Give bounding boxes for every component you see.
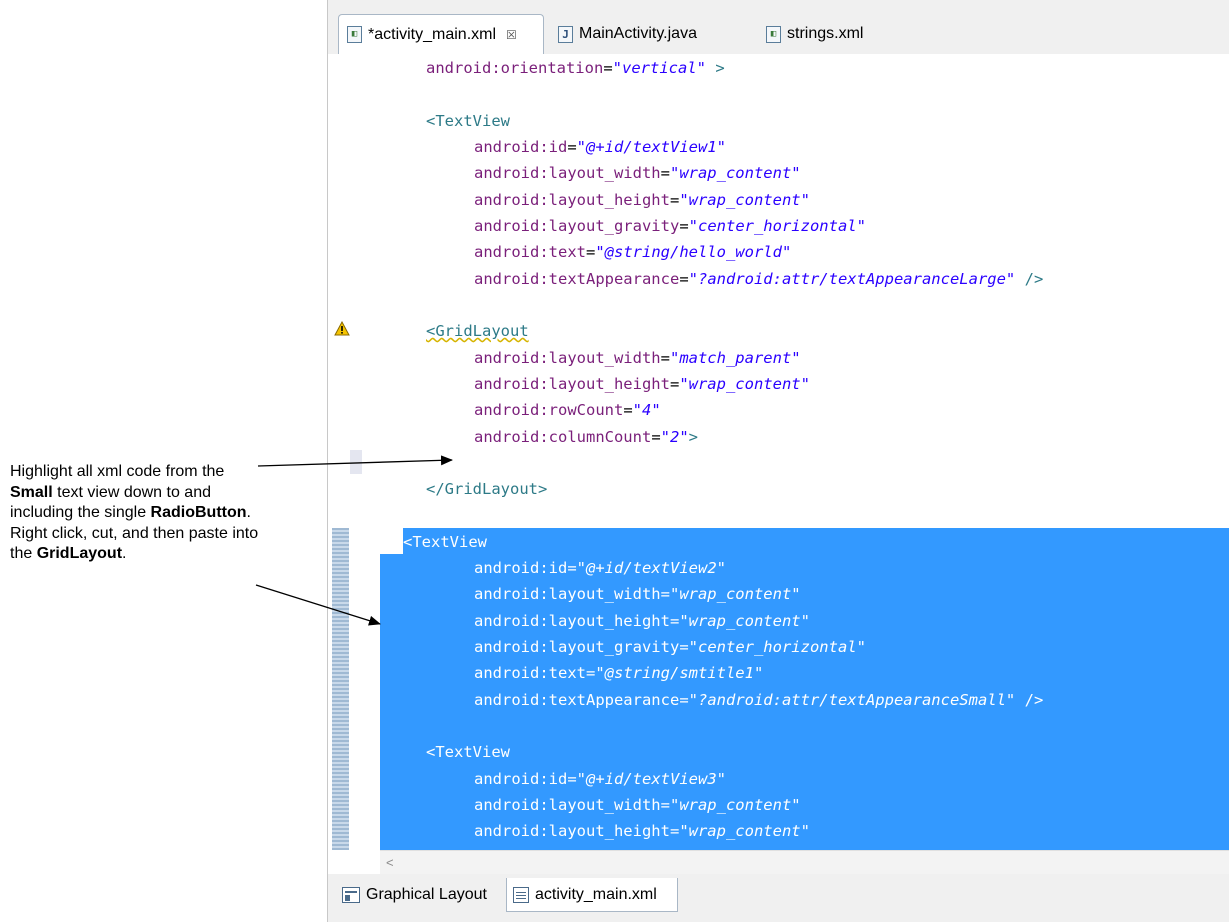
code-line: android:textAppearance="?android:attr/te… (474, 270, 1044, 288)
code-line: android:text="@string/smtitle1" (474, 664, 764, 682)
code-line: <TextView (403, 533, 487, 551)
code-line: android:id="@+id/textView1" (474, 138, 726, 156)
code-line: android:orientation="vertical" > (426, 59, 725, 77)
tab-label: strings.xml (787, 25, 864, 42)
note-text: . (122, 545, 127, 562)
note-bold-gridlayout: GridLayout (36, 545, 123, 562)
tab-label: activity_main.xml (535, 885, 657, 903)
code-line: android:layout_width="wrap_content" (474, 585, 801, 603)
code-line: android:text="@string/hello_world" (474, 243, 792, 261)
caret-line-marker (350, 450, 362, 474)
note-text: . Right click, cut, and then paste into … (10, 504, 259, 562)
text-selection (380, 554, 1229, 850)
close-icon[interactable]: ☒ (506, 27, 517, 42)
instruction-note: Highlight all xml code from the Small te… (10, 462, 270, 565)
tab-label: MainActivity.java (579, 25, 697, 42)
java-file-icon: J (558, 25, 573, 43)
code-line: android:layout_width="wrap_content" (474, 164, 801, 182)
code-line: android:layout_height="wrap_content" (474, 612, 810, 630)
editor-bottom-tabs: Graphical Layout activity_main.xml (328, 874, 1229, 922)
code-line: </GridLayout> (426, 480, 548, 498)
code-line: android:layout_height="wrap_content" (474, 375, 810, 393)
xml-editor: ◧ *activity_main.xml ☒ J MainActivity.ja… (327, 0, 1229, 922)
code-line: android:textAppearance="?android:attr/te… (474, 691, 1044, 709)
warning-icon[interactable] (334, 321, 350, 337)
code-line: android:layout_width="wrap_content" (474, 796, 801, 814)
code-line: android:id="@+id/textView3" (474, 770, 726, 788)
code-line: android:layout_height="wrap_content" (474, 822, 810, 840)
code-line: android:columnCount="2"> (474, 428, 698, 446)
code-line: android:layout_width="match_parent" (474, 349, 801, 367)
tab-activity-main-xml[interactable]: ◧ *activity_main.xml ☒ (338, 14, 544, 54)
code-line: android:layout_gravity="center_horizonta… (474, 638, 866, 656)
xml-file-icon: ◧ (347, 26, 362, 43)
code-line: android:id="@+id/textView2" (474, 559, 726, 577)
code-line: <GridLayout (426, 322, 529, 340)
note-bold-small: Small (10, 483, 53, 501)
tab-strings-xml[interactable]: ◧ strings.xml (758, 14, 908, 54)
code-line: android:layout_gravity="center_horizonta… (474, 217, 866, 235)
note-text: text view down to and including the sing… (10, 483, 211, 522)
note-text: Highlight all xml code from the (10, 463, 225, 480)
note-bold-radiobutton: RadioButton (150, 504, 247, 521)
text-selection (403, 528, 1229, 554)
tab-mainactivity-java[interactable]: J MainActivity.java (550, 14, 750, 54)
code-line: android:rowCount="4" (474, 401, 661, 419)
editor-tab-bar: ◧ *activity_main.xml ☒ J MainActivity.ja… (328, 0, 1229, 54)
xml-source-icon (513, 886, 529, 903)
layout-icon (342, 887, 360, 903)
tab-label: *activity_main.xml (368, 25, 497, 43)
code-line: android:layout_height="wrap_content" (474, 191, 810, 209)
code-area[interactable]: android:orientation="vertical" > <TextVi… (328, 54, 1229, 850)
code-line: <TextView (426, 743, 510, 761)
tab-graphical-layout[interactable]: Graphical Layout (336, 878, 504, 912)
tab-activity-main-xml-source[interactable]: activity_main.xml (506, 878, 678, 912)
code-line: <TextView (426, 112, 510, 130)
scroll-left-arrow[interactable]: < (386, 855, 394, 870)
horizontal-scrollbar[interactable]: < (380, 850, 1229, 874)
xml-file-icon: ◧ (766, 25, 781, 43)
tab-label: Graphical Layout (366, 886, 487, 903)
